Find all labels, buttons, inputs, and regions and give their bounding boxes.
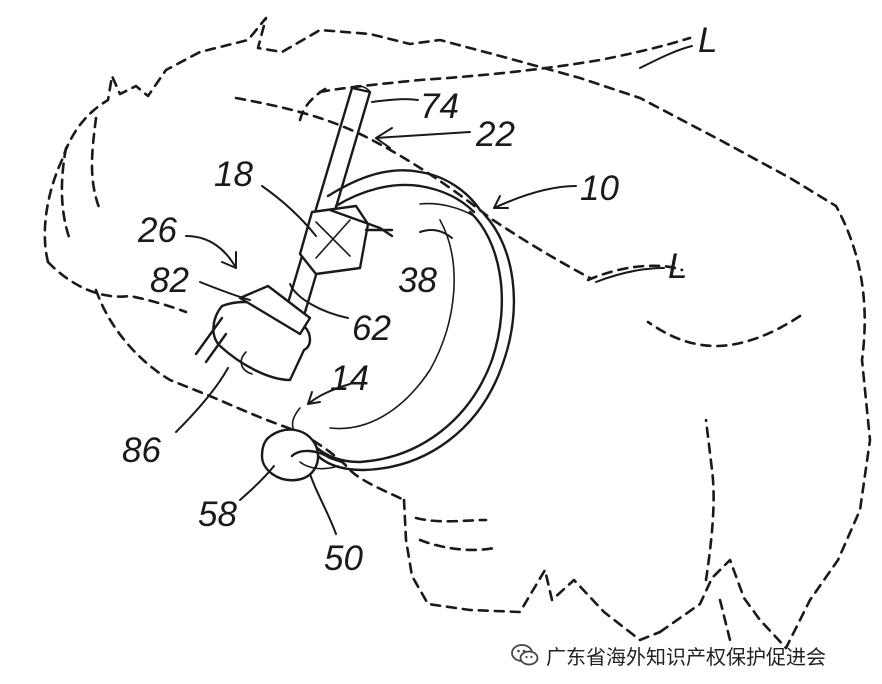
label-l-top: L (698, 21, 717, 60)
label-50: 50 (324, 539, 363, 578)
collar-band (291, 169, 516, 472)
label-l-mid: L (668, 247, 687, 286)
wechat-icon (511, 644, 539, 666)
label-74: 74 (420, 87, 459, 126)
label-26: 26 (137, 211, 177, 250)
clip-housing (298, 204, 394, 276)
leader-lines (175, 45, 693, 535)
fastener (260, 428, 344, 482)
label-10: 10 (580, 169, 619, 208)
label-14: 14 (330, 359, 369, 398)
sleeve-assembly (194, 284, 312, 382)
watermark: 广东省海外知识产权保护促进会 (510, 640, 826, 670)
label-58: 58 (198, 495, 237, 534)
label-62: 62 (352, 309, 391, 348)
label-18: 18 (214, 155, 253, 194)
watermark-text: 广东省海外知识产权保护促进会 (546, 644, 826, 669)
reference-labels: L L 74 22 10 18 26 82 38 62 14 86 58 50 (122, 21, 717, 578)
label-86: 86 (122, 431, 161, 470)
label-38: 38 (398, 261, 437, 300)
animal-outline (43, 16, 872, 650)
label-22: 22 (475, 115, 515, 154)
label-82: 82 (150, 261, 189, 300)
